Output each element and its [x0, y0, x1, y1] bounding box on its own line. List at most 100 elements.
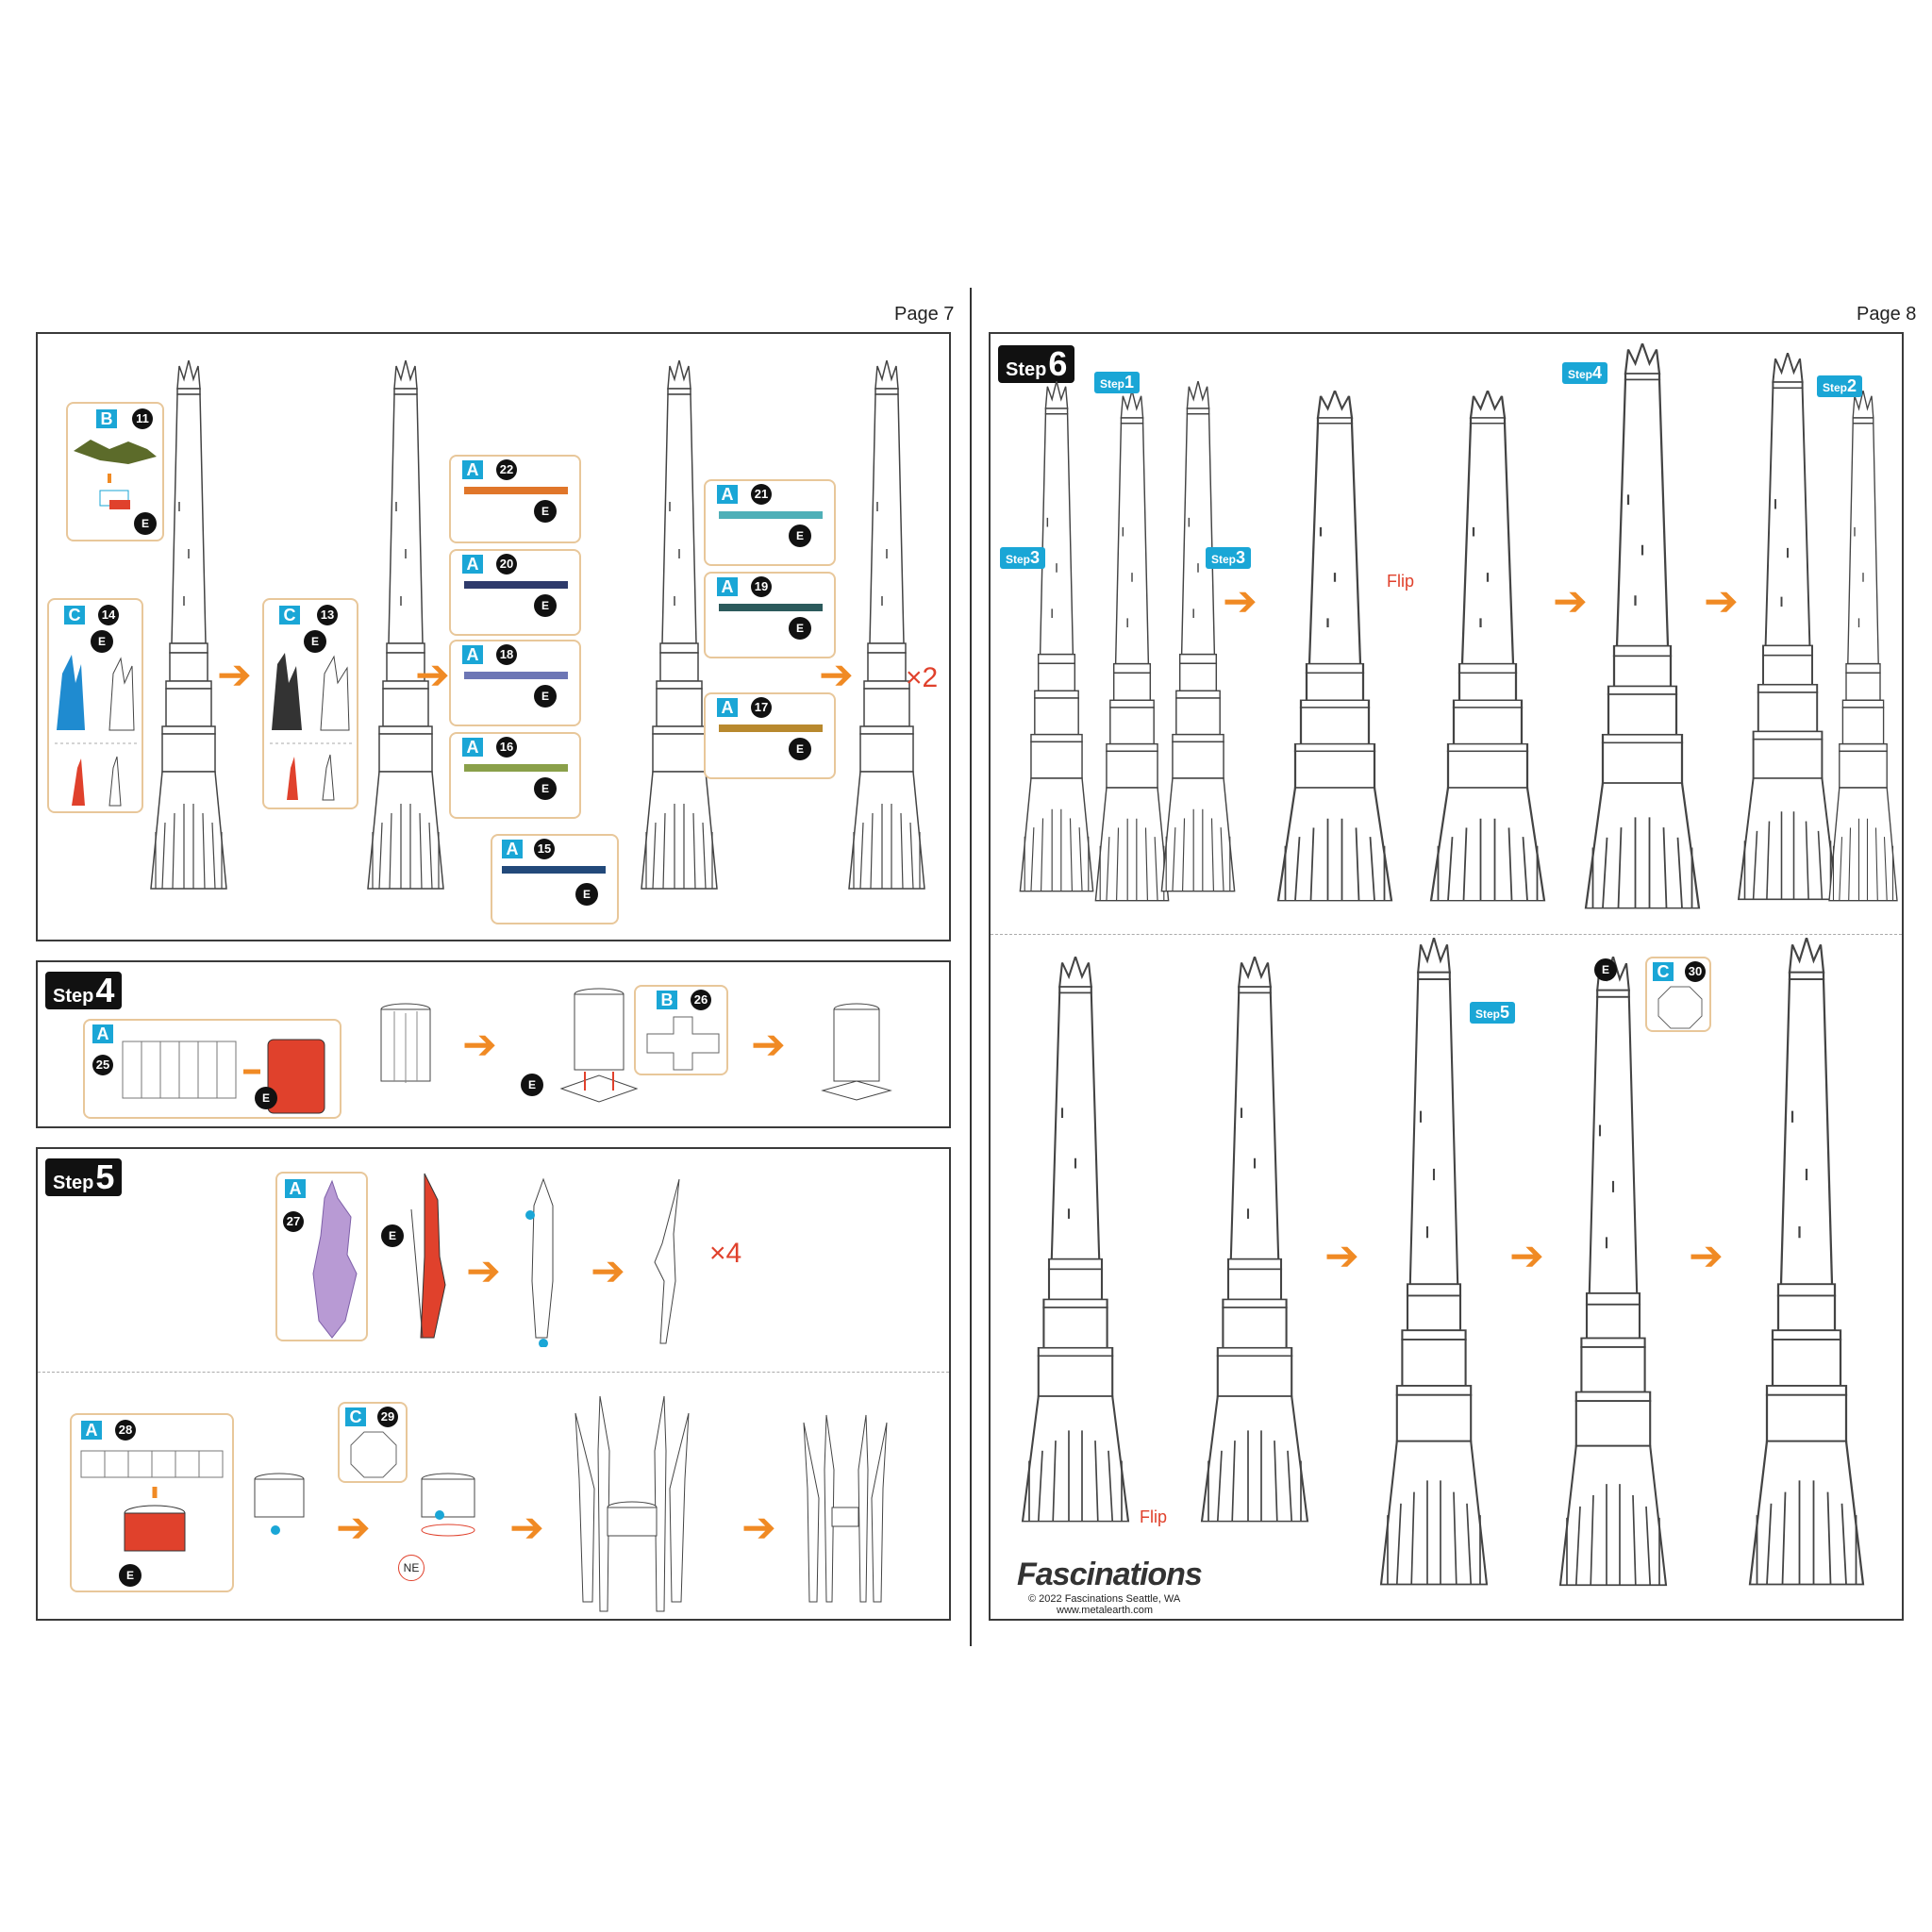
e-marker: E	[534, 500, 557, 523]
flow-arrow: ➔	[741, 1505, 776, 1551]
part-strip	[502, 866, 606, 874]
blade-glue-diagram	[410, 1173, 446, 1339]
part-30-diagram	[1657, 986, 1703, 1029]
e-marker: E	[789, 617, 811, 640]
callout-part-15: A 15 E	[491, 834, 619, 924]
cylinder-diagram	[380, 1003, 431, 1083]
part-number: 14	[98, 605, 119, 625]
e-marker: E	[381, 1224, 404, 1247]
multiplier-x4: ×4	[709, 1238, 742, 1269]
part-strip	[464, 581, 568, 589]
part-14-diagram	[55, 655, 140, 807]
tower-illustration	[1379, 938, 1489, 1586]
part-number: 17	[751, 697, 772, 718]
blade-finished-diagram	[654, 1178, 680, 1344]
part-letter: A	[462, 738, 483, 757]
part-letter: A	[462, 555, 483, 574]
flow-arrow: ➔	[217, 652, 252, 698]
part-letter: C	[1653, 962, 1674, 981]
tower-illustration	[1160, 381, 1236, 892]
brand-block: Fascinations © 2022 Fascinations Seattle…	[1017, 1557, 1203, 1616]
part-strip	[464, 764, 568, 772]
part-number: 13	[317, 605, 338, 625]
part-letter: B	[657, 991, 677, 1009]
page-label-left: Page 7	[894, 304, 955, 325]
flow-arrow: ➔	[1553, 578, 1588, 625]
part-letter: C	[279, 606, 300, 625]
part-number: 20	[496, 554, 517, 575]
step-word: Step	[1006, 359, 1047, 380]
part-number: 28	[115, 1420, 136, 1441]
part-letter: A	[81, 1421, 102, 1440]
part-number: 19	[751, 576, 772, 597]
tower-illustration	[1828, 391, 1898, 902]
flow-arrow: ➔	[1689, 1233, 1724, 1279]
section-divider	[991, 934, 1902, 935]
part-number: 18	[496, 644, 517, 665]
part-26-diagram	[646, 1016, 720, 1071]
part-29-diagram	[350, 1431, 397, 1478]
blade-fold-diagram	[525, 1177, 554, 1347]
part-strip	[464, 672, 568, 679]
crown-finished-diagram	[803, 1414, 888, 1603]
flow-arrow: ➔	[591, 1248, 625, 1294]
callout-part-27: A 27	[275, 1172, 368, 1341]
part-letter: A	[92, 1024, 113, 1043]
part-number: 25	[92, 1055, 113, 1075]
ring-diagram	[254, 1473, 305, 1535]
callout-part-13: C 13 E	[262, 598, 358, 809]
callout-part-20: A 20 E	[449, 549, 581, 636]
flow-arrow: ➔	[819, 652, 854, 698]
step-word: Step	[53, 1173, 94, 1193]
part-strip	[719, 511, 823, 519]
step-number: 5	[95, 1158, 115, 1196]
part-strip	[464, 487, 568, 494]
flow-arrow: ➔	[1324, 1233, 1359, 1279]
crown-assembly-diagram	[575, 1395, 690, 1612]
part-27-diagram	[312, 1179, 358, 1339]
brand-copyright: © 2022 Fascinations Seattle, WA	[1028, 1593, 1181, 1605]
e-marker: E	[91, 630, 113, 653]
step3-panel: B 11 E C 14 E ➔ C 13 E	[36, 332, 951, 941]
cylinder-finished-diagram	[821, 1003, 892, 1101]
part-letter: B	[96, 409, 117, 428]
tower-illustration	[1584, 343, 1701, 909]
part-number: 29	[377, 1407, 398, 1427]
tower-illustration	[367, 360, 444, 890]
page-label-right: Page 8	[1857, 304, 1917, 325]
e-marker: E	[1594, 958, 1617, 981]
tower-illustration	[1021, 957, 1130, 1523]
brand-logo: Fascinations	[1017, 1557, 1203, 1592]
e-marker: E	[521, 1074, 543, 1096]
flow-arrow: ➔	[462, 1022, 497, 1068]
step-number: 4	[95, 971, 115, 1009]
part-letter: A	[717, 577, 738, 596]
step-reference: Step2	[1817, 375, 1863, 397]
part-25-diagram	[122, 1039, 325, 1114]
callout-part-26: B 26	[634, 985, 728, 1075]
flow-arrow: ➔	[509, 1505, 544, 1551]
e-marker: E	[304, 630, 326, 653]
part-11-diagram	[74, 440, 157, 509]
ne-marker: NE	[398, 1555, 425, 1581]
e-marker: E	[534, 594, 557, 617]
e-marker: E	[119, 1564, 142, 1587]
tower-illustration	[1429, 391, 1546, 902]
tower-illustration	[1276, 391, 1393, 902]
part-number: 16	[496, 737, 517, 758]
part-strip	[719, 604, 823, 611]
e-marker: E	[134, 512, 157, 535]
part-letter: A	[462, 460, 483, 479]
part-letter: A	[502, 840, 523, 858]
e-marker: E	[789, 738, 811, 760]
callout-part-19: A 19 E	[704, 572, 836, 658]
e-marker: E	[575, 883, 598, 906]
part-number: 11	[132, 408, 153, 429]
ring-top-diagram	[421, 1473, 475, 1537]
flip-label: Flip	[1140, 1507, 1168, 1526]
